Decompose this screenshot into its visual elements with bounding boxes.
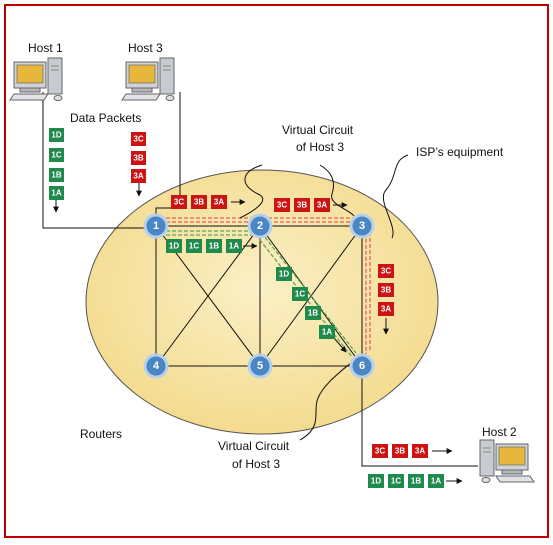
packet: 1B <box>308 309 318 318</box>
pointer-isp <box>383 154 409 239</box>
packet: 3A <box>317 201 327 210</box>
packet: 1C <box>51 151 61 160</box>
outer-frame <box>4 4 549 538</box>
packet: 3C <box>174 198 184 207</box>
router-2-label: 2 <box>257 220 263 232</box>
packet: 1B <box>411 477 421 486</box>
packet: 1A <box>431 477 441 486</box>
host2-label: Host 2 <box>482 425 517 439</box>
packet: 1A <box>322 328 332 337</box>
packet-arrows <box>53 182 463 484</box>
packet: 3B <box>133 154 143 163</box>
packet: 1B <box>209 242 219 251</box>
router-1: 1 <box>143 213 169 239</box>
packet: 1A <box>51 189 61 198</box>
packet-group-to-host2-red: 3C 3B 3A <box>372 444 428 458</box>
vc-bottom-label-line2: of Host 3 <box>232 457 280 471</box>
packet: 1D <box>51 131 61 140</box>
router-3-label: 3 <box>359 220 365 232</box>
router-3: 3 <box>349 213 375 239</box>
packet-group-host1: 1D 1C 1B 1A <box>49 128 64 200</box>
host1-label: Host 1 <box>28 41 63 55</box>
packet: 1A <box>229 242 239 251</box>
packet: 3B <box>381 286 391 295</box>
vc-top-label-line1: Virtual Circuit <box>282 123 354 137</box>
packet-group-host3: 3C 3B 3A <box>131 132 146 183</box>
host3-computer-icon <box>121 57 175 101</box>
vc-top-label-line2: of Host 3 <box>296 140 344 154</box>
isp-label: ISP’s equipment <box>416 145 504 159</box>
packet: 3B <box>194 198 204 207</box>
router-5-label: 5 <box>257 360 263 372</box>
data-packets-label: Data Packets <box>70 111 141 125</box>
host2-link <box>361 370 478 467</box>
packet: 1C <box>189 242 199 251</box>
packet: 1D <box>371 477 381 486</box>
packet: 3B <box>395 447 405 456</box>
router-6-label: 6 <box>359 360 365 372</box>
host2-computer-icon <box>479 439 535 483</box>
host1-computer-icon <box>9 57 63 101</box>
pointer-vc-top <box>239 164 264 219</box>
packet-group-link-1-2-red: 3C 3B 3A <box>171 195 227 209</box>
vc-bottom-label-line1: Virtual Circuit <box>218 439 290 453</box>
packet-group-link-1-2-green: 1D 1C 1B 1A <box>166 239 242 253</box>
router-4-label: 4 <box>153 360 160 372</box>
packet: 3A <box>214 198 224 207</box>
router-1-label: 1 <box>153 220 159 232</box>
packet: 1D <box>279 270 289 279</box>
host1-link <box>42 92 156 229</box>
host3-label: Host 3 <box>128 41 163 55</box>
router-6: 6 <box>349 353 375 379</box>
packet-group-diag-2-6-green: 1D 1C 1B 1A <box>276 267 335 339</box>
packet-group-to-host2-green: 1D 1C 1B 1A <box>368 474 444 488</box>
packet: 3C <box>277 201 287 210</box>
packet: 1B <box>51 171 61 180</box>
packet: 3B <box>297 201 307 210</box>
packet: 1D <box>169 242 179 251</box>
router-4: 4 <box>143 353 169 379</box>
packet: 3C <box>381 267 391 276</box>
packet-group-link-2-3-red: 3C 3B 3A <box>274 198 330 212</box>
routers-label: Routers <box>80 427 122 441</box>
packet: 3C <box>375 447 385 456</box>
packet: 3A <box>415 447 425 456</box>
router-5: 5 <box>247 353 273 379</box>
packet: 1C <box>295 290 305 299</box>
packet: 3C <box>133 135 143 144</box>
packet: 1C <box>391 477 401 486</box>
pointer-vc-top2 <box>319 164 355 217</box>
packet: 3A <box>133 172 143 181</box>
packet-group-link-3-6-red: 3C 3B 3A <box>378 264 394 316</box>
packet: 3A <box>381 305 391 314</box>
pointer-vc-bottom <box>299 361 353 441</box>
router-2: 2 <box>247 213 273 239</box>
